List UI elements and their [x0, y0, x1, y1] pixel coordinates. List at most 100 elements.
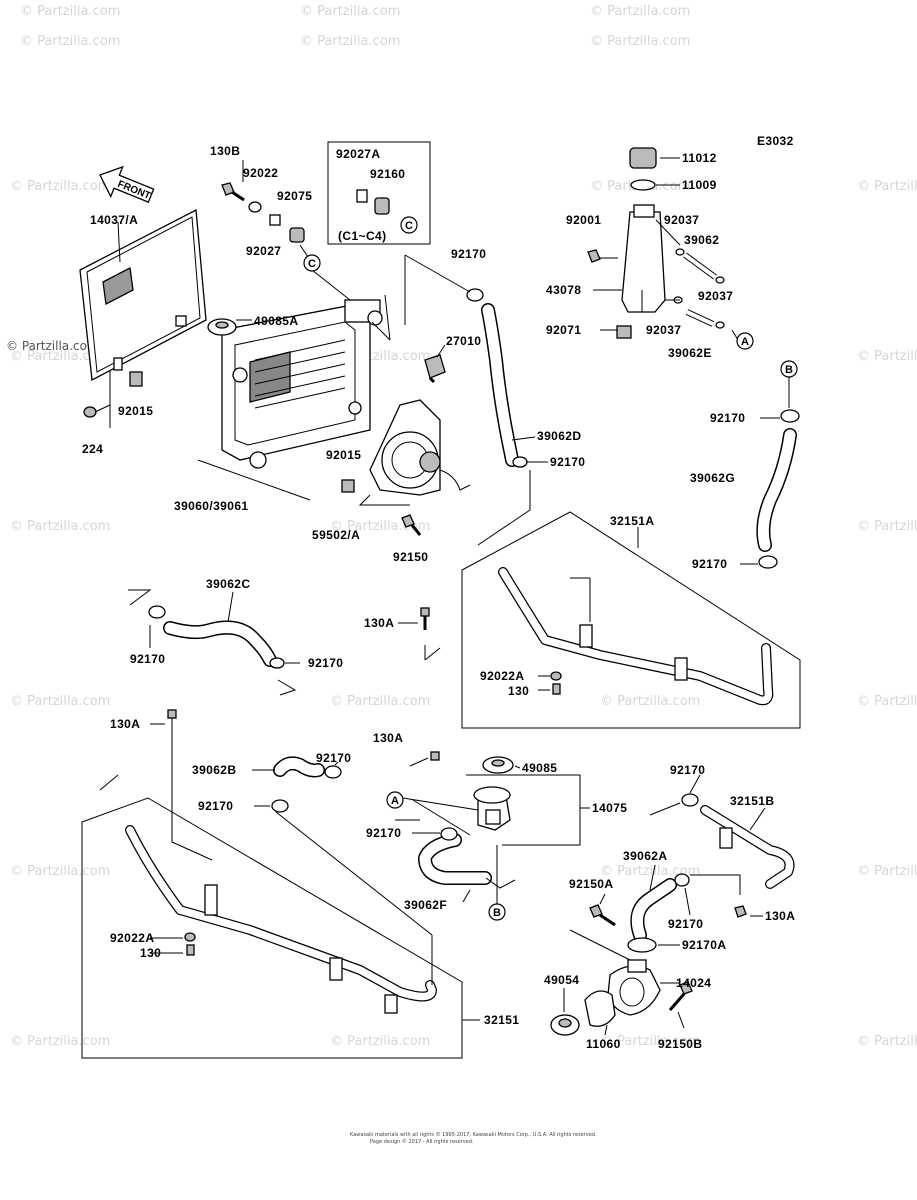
part-label: 92150	[393, 550, 428, 564]
part-label: 92170	[668, 917, 703, 931]
callout-c-left: C	[303, 254, 321, 272]
grommet-92160[interactable]	[374, 197, 390, 215]
watermark-text: © Partzilla.com	[600, 864, 700, 879]
part-label: 14024	[676, 976, 711, 990]
part-labels: 130B 92022 92075 92027 92027A 92160 1403…	[82, 144, 795, 1051]
gasket-11060[interactable]	[584, 990, 616, 1027]
collar-92027a[interactable]	[356, 189, 368, 203]
part-label: 92170	[316, 751, 351, 765]
bolt-130-lower[interactable]	[186, 944, 195, 956]
clamp-92170-a-right[interactable]	[674, 873, 690, 887]
clamp-92170a[interactable]	[627, 937, 657, 953]
clamp-92037-b[interactable]	[715, 276, 725, 284]
reserve-tank[interactable]	[621, 204, 666, 313]
part-label: 11060	[586, 1037, 621, 1051]
thermostat-49054[interactable]	[550, 1014, 580, 1036]
bolt-130a-housing[interactable]	[430, 751, 440, 761]
clamp-92037-a[interactable]	[675, 248, 685, 256]
thermostat-housing-14024[interactable]	[607, 959, 661, 1016]
bolt-92001[interactable]	[587, 249, 601, 263]
clamp-92170-b-right[interactable]	[324, 765, 342, 779]
hose-39062[interactable]	[683, 252, 717, 280]
hose-39062e[interactable]	[685, 309, 715, 327]
part-label: 39062A	[623, 849, 667, 863]
part-label: 92170	[710, 411, 745, 425]
tank-cap-11012[interactable]	[629, 147, 657, 169]
watermark-text: © Partzilla.com	[857, 694, 917, 709]
clamp-92170-g-bottom[interactable]	[758, 555, 778, 569]
leader-lines	[149, 157, 780, 1036]
filler-neck-14075[interactable]	[473, 786, 511, 831]
part-label: 11009	[682, 178, 717, 192]
grommet-92075[interactable]	[289, 227, 305, 243]
hose-39062c[interactable]	[163, 620, 277, 667]
bolt-130a-right[interactable]	[734, 905, 747, 918]
bolt-130a-middle[interactable]	[420, 607, 430, 630]
part-label: 39062B	[192, 763, 236, 777]
elbow-hose-39062a[interactable]	[630, 878, 677, 942]
detail-box	[327, 141, 431, 245]
part-label: 92037	[698, 289, 733, 303]
part-label: 92170	[692, 557, 727, 571]
radiator-cap-49085a[interactable]	[207, 318, 237, 336]
hose-39062d[interactable]	[481, 303, 519, 467]
grommet-92071[interactable]	[616, 325, 632, 339]
hose-39062b[interactable]	[273, 756, 325, 778]
watermark-text: © Partzilla.com	[857, 519, 917, 534]
bolt-92150a[interactable]	[589, 904, 616, 927]
washer-92022[interactable]	[248, 201, 262, 213]
radiator[interactable]	[221, 299, 383, 469]
part-label: 130A	[110, 717, 140, 731]
pipe-32151[interactable]	[125, 825, 437, 1014]
hose-39062f[interactable]	[418, 833, 492, 885]
gasket-11009[interactable]	[630, 179, 656, 191]
watermark-text: © Partzilla.com	[20, 4, 120, 19]
clamp-92170-32151b[interactable]	[681, 793, 699, 807]
clamp-92037-d[interactable]	[715, 321, 725, 329]
clamp-92170-b-lower[interactable]	[271, 799, 289, 813]
radiator-screen[interactable]	[79, 208, 207, 382]
clamp-92170-a[interactable]	[466, 288, 484, 302]
pipe-32151a[interactable]	[498, 567, 774, 706]
part-label: 92027	[246, 244, 281, 258]
bolt-92150[interactable]	[401, 514, 422, 536]
part-label: 32151A	[610, 514, 654, 528]
watermark-text: © Partzilla.com	[857, 349, 917, 364]
watermark-text: © Partzilla.com	[330, 1034, 430, 1049]
watermark-text: © Partzilla.com	[300, 34, 400, 49]
collar-92027[interactable]	[269, 214, 281, 226]
screw-224[interactable]	[83, 357, 123, 418]
callout-b-housing: B	[488, 903, 506, 921]
clip-92015-fan[interactable]	[341, 479, 355, 493]
bolt-92150b[interactable]	[668, 981, 693, 1011]
cooling-fan[interactable]	[358, 399, 471, 506]
part-label: 130A	[765, 909, 795, 923]
clamp-92170-g-top[interactable]	[780, 409, 800, 423]
hose-39062g[interactable]	[756, 428, 797, 552]
pipe-32151b[interactable]	[700, 805, 795, 889]
watermark-text: © Partzilla.com	[857, 179, 917, 194]
watermark-text: © Partzilla.com	[10, 864, 110, 879]
clamp-92170-f[interactable]	[440, 827, 458, 841]
watermark-text: © Partzilla.com	[10, 694, 110, 709]
bolt-130b[interactable]	[221, 182, 245, 202]
watermark-text: © Partzilla.com	[330, 694, 430, 709]
watermark-text: © Partzilla.com	[20, 34, 120, 49]
watermark-text: © Partzilla.com	[300, 4, 400, 19]
part-label: 11012	[682, 151, 717, 165]
fan-switch-27010[interactable]	[424, 354, 446, 384]
clip-92015[interactable]	[129, 371, 143, 387]
bolt-130a-lower-left[interactable]	[167, 709, 177, 719]
washer-92022a-lower[interactable]	[184, 932, 196, 942]
clamp-92170-c-right[interactable]	[269, 657, 285, 669]
part-label: 92170	[198, 799, 233, 813]
clamp-92170-b[interactable]	[512, 456, 528, 468]
part-label: 39062	[684, 233, 719, 247]
radiator-cap-49085[interactable]	[482, 756, 514, 774]
part-label: 49054	[544, 973, 579, 987]
bolt-130-upper[interactable]	[552, 683, 561, 695]
clamp-92170-c-left[interactable]	[148, 605, 166, 619]
washer-92022a-upper[interactable]	[550, 671, 562, 681]
part-label: 92170	[308, 656, 343, 670]
